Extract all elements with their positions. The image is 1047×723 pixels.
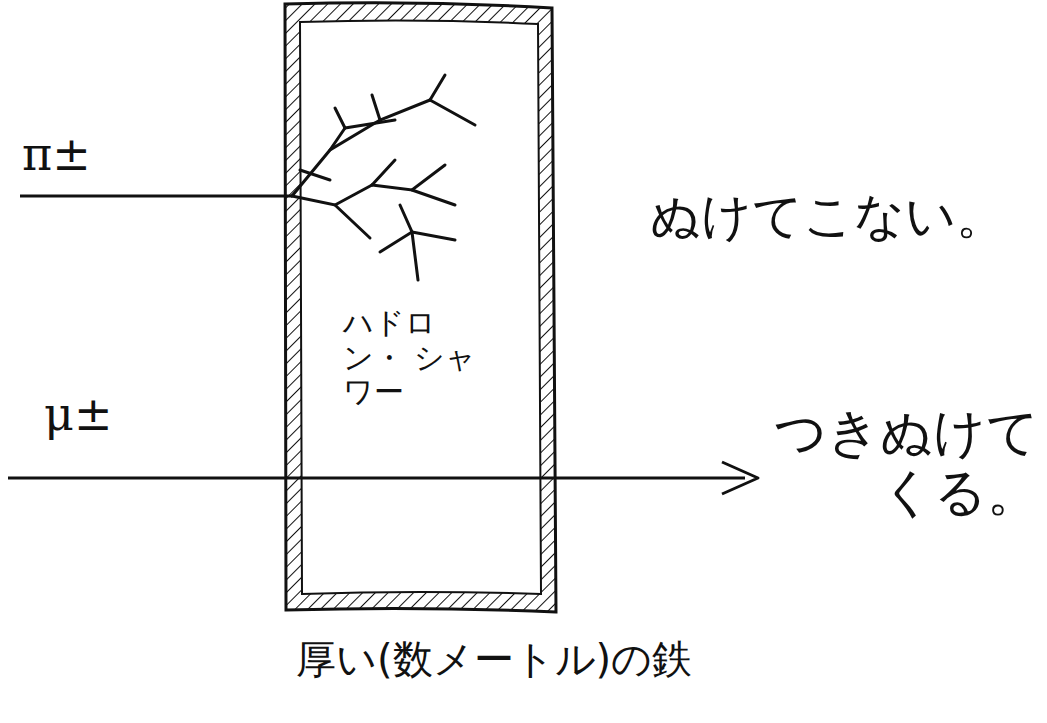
muon-track xyxy=(8,462,758,494)
shower-label: ハドロン・ シャワー xyxy=(343,306,493,410)
iron-slab xyxy=(285,3,556,612)
note: つきぬけてくる。 xyxy=(747,403,1039,523)
particle-label: π± xyxy=(22,128,91,181)
hadron-shower xyxy=(292,75,475,280)
pion-track xyxy=(20,195,292,198)
particle-label: μ± xyxy=(44,388,112,441)
note: ぬけてこない。 xyxy=(650,188,1006,246)
caption-label: 厚い(数メートル)の鉄 xyxy=(296,636,692,682)
iron-slab-region: ハドロン・ シャワー xyxy=(303,24,539,592)
